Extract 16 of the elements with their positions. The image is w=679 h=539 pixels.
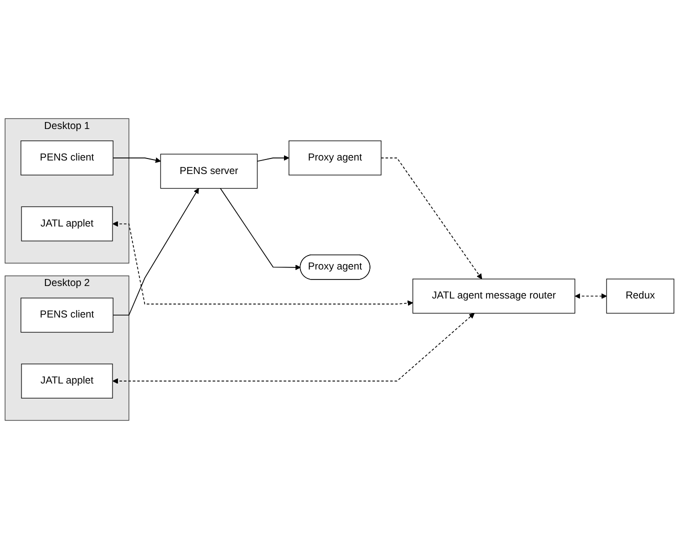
arrow xyxy=(256,155,290,162)
arrow xyxy=(112,188,199,316)
node-box: PENS client xyxy=(20,140,114,176)
node-box: PENS client xyxy=(20,298,114,333)
node-box: JATL applet xyxy=(21,206,113,242)
node-box: PENS server xyxy=(160,154,258,189)
node-box: Redux xyxy=(606,278,674,314)
node-box: JATL agent message router xyxy=(412,278,576,314)
arrow xyxy=(574,293,607,299)
arrow xyxy=(112,312,475,384)
arrow xyxy=(112,157,161,163)
arrow xyxy=(112,221,414,306)
arrow xyxy=(380,158,482,280)
arrow xyxy=(220,188,301,270)
node-box: JATL applet xyxy=(21,364,113,398)
node-box: Proxy agent xyxy=(288,140,382,176)
